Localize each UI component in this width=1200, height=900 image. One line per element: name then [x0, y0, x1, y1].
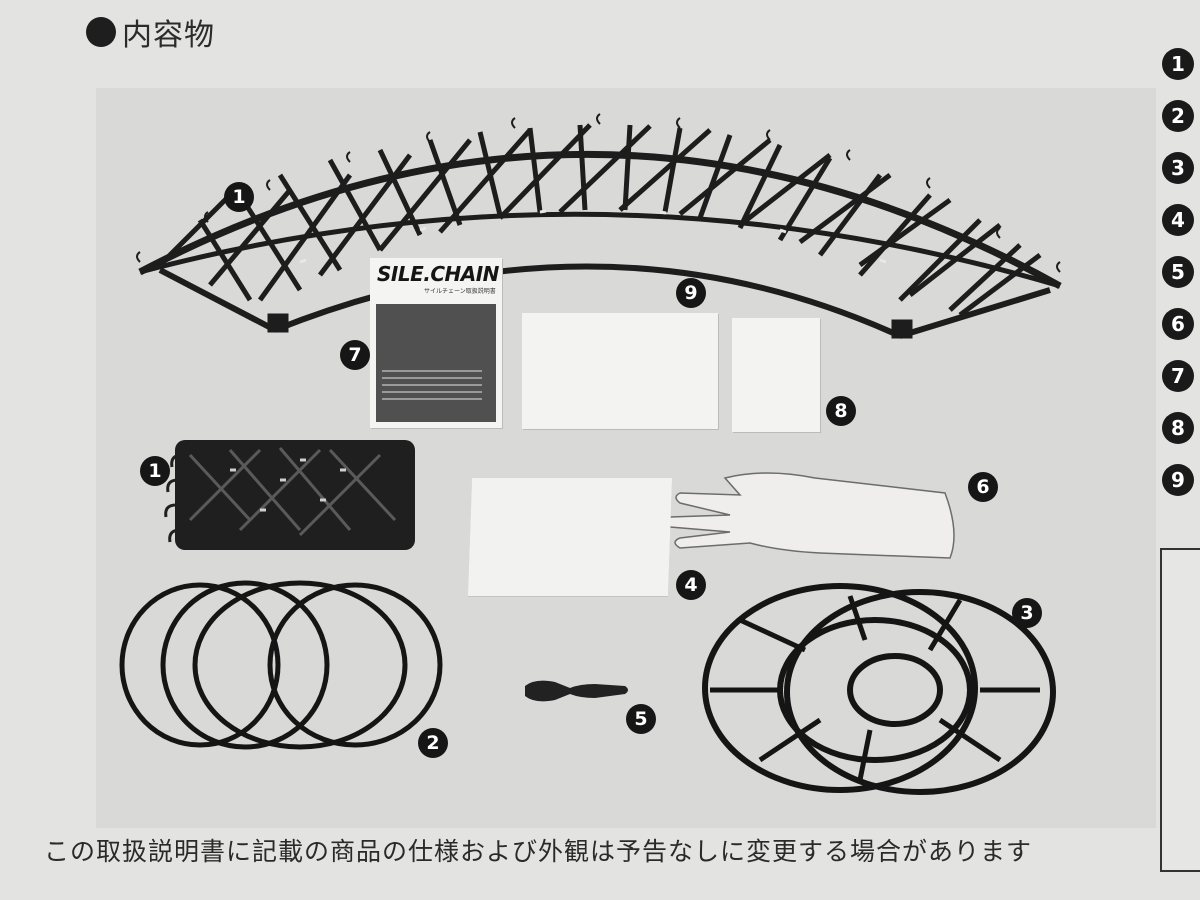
- booklet-title: SILE.CHAIN: [377, 262, 499, 286]
- callout-8: 8: [826, 396, 856, 426]
- bullet-icon: [86, 17, 116, 47]
- callout-6: 6: [968, 472, 998, 502]
- callout-1-bottom: 1: [140, 456, 170, 486]
- plastic-rings: [702, 583, 1056, 795]
- section-heading: 内容物: [86, 10, 215, 54]
- callout-9: 9: [676, 278, 706, 308]
- side-note-box: [1160, 548, 1200, 872]
- chain-net-spread: [136, 113, 1062, 339]
- chain-net-folded: [164, 440, 415, 550]
- list-number-2: 2: [1162, 100, 1194, 132]
- callout-7: 7: [340, 340, 370, 370]
- instruction-sheet-8: [732, 318, 820, 432]
- callout-2: 2: [418, 728, 448, 758]
- list-number-3: 3: [1162, 152, 1194, 184]
- list-number-4: 4: [1162, 204, 1194, 236]
- glove: [665, 472, 955, 559]
- booklet-subtitle: サイルチェーン取扱説明書: [424, 288, 496, 295]
- list-number-1: 1: [1162, 48, 1194, 80]
- list-number-7: 7: [1162, 360, 1194, 392]
- booklet-cover-panel: [376, 304, 496, 422]
- section-title: 内容物: [122, 18, 215, 53]
- rubber-rings: [119, 580, 443, 750]
- callout-1-top: 1: [224, 182, 254, 212]
- cleaning-cloth: [467, 478, 673, 596]
- disclaimer-caption: この取扱説明書に記載の商品の仕様および外観は予告なしに変更する場合があります: [44, 837, 1033, 866]
- instruction-booklet: SILE.CHAIN サイルチェーン取扱説明書: [370, 258, 502, 428]
- rubber-tool: [525, 680, 628, 702]
- list-number-5: 5: [1162, 256, 1194, 288]
- callout-3: 3: [1012, 598, 1042, 628]
- instruction-sheet-9: [522, 313, 718, 429]
- callout-4: 4: [676, 570, 706, 600]
- callout-5: 5: [626, 704, 656, 734]
- list-number-8: 8: [1162, 412, 1194, 444]
- list-number-9: 9: [1162, 464, 1194, 496]
- list-number-6: 6: [1162, 308, 1194, 340]
- contents-number-list: 1 2 3 4 5 6 7 8 9: [1162, 48, 1194, 516]
